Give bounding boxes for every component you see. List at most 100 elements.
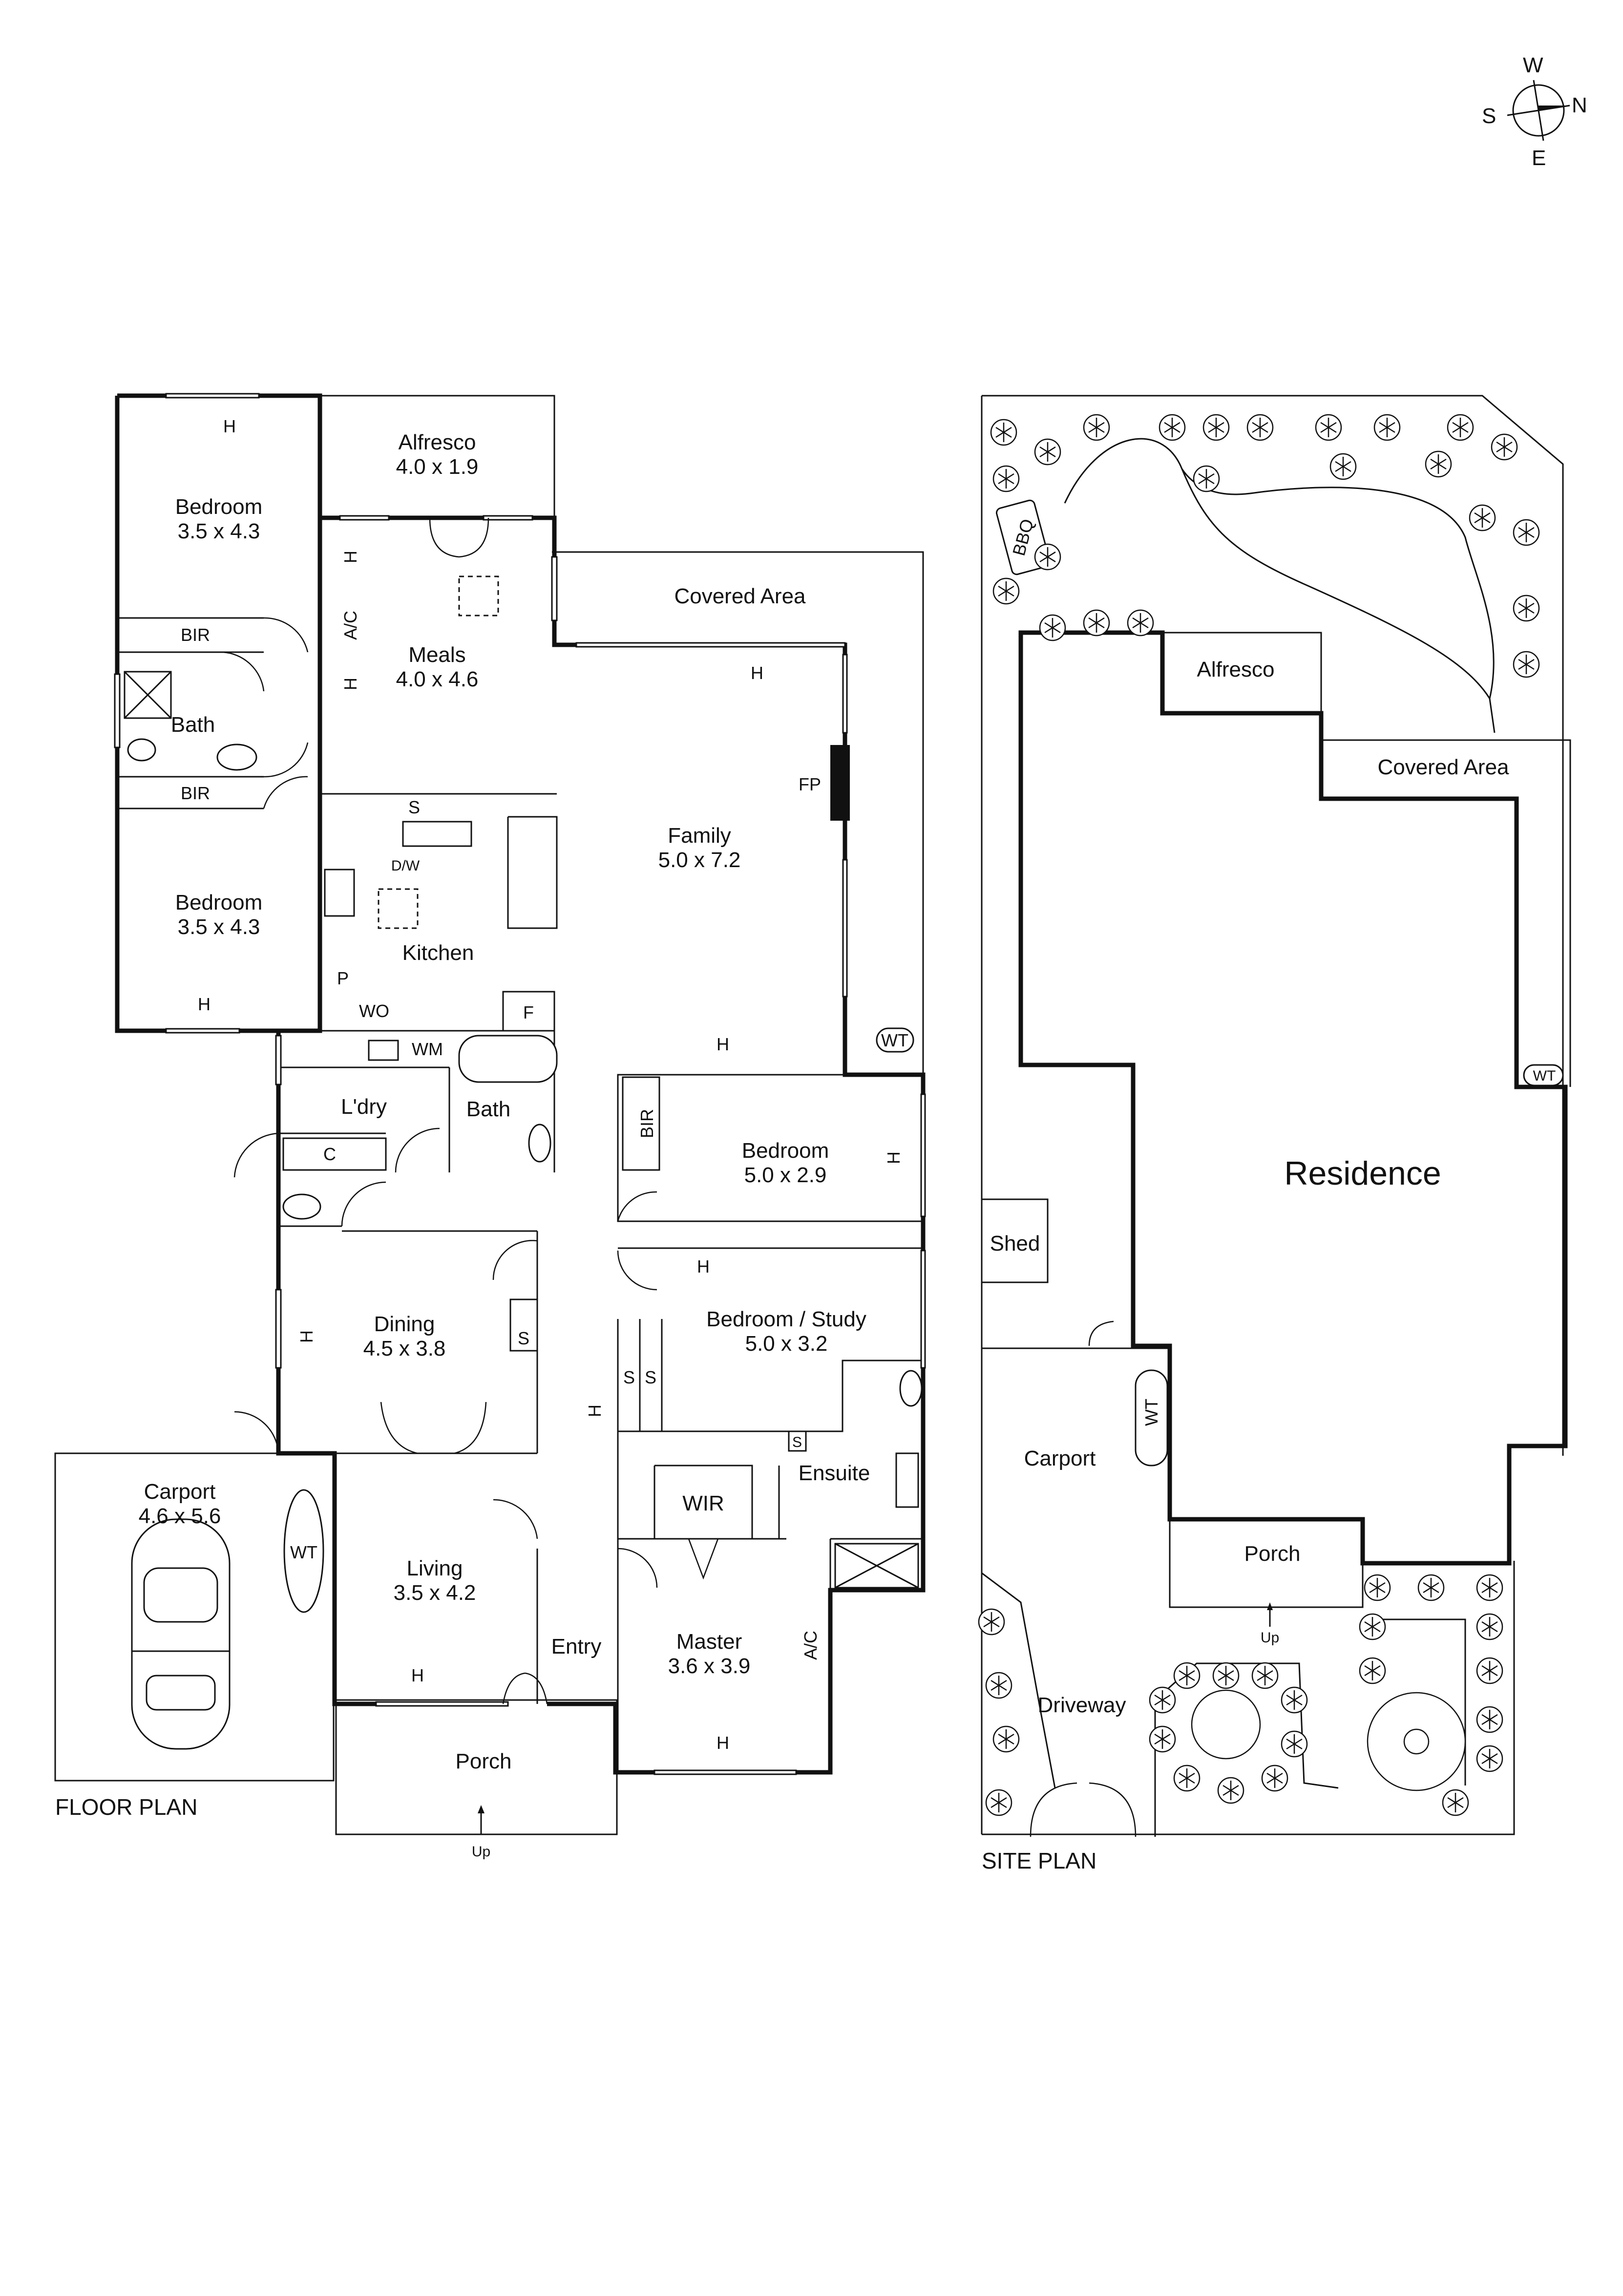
tree-branch-icon: [1452, 418, 1469, 437]
floor-plan-caption: FLOOR PLAN: [55, 1794, 197, 1820]
sink: [402, 821, 472, 847]
bath2-name: Bath: [466, 1097, 511, 1121]
mark-s: S: [408, 797, 420, 817]
site-boundary-north: [982, 395, 1564, 1456]
west-wall: [276, 1226, 503, 1706]
compass-w: W: [1523, 53, 1543, 77]
mark-wt: WT: [290, 1542, 317, 1562]
study-size: 5.0 x 3.2: [745, 1332, 828, 1356]
mark-s: S: [518, 1328, 529, 1348]
tree-branch-icon: [1447, 1793, 1464, 1812]
site-alfresco: [1162, 632, 1322, 713]
mark-h: H: [296, 1330, 316, 1343]
fixtures: [124, 575, 923, 1613]
carport-size: 4.6 x 5.6: [139, 1504, 221, 1528]
trees: [978, 414, 1540, 1816]
mark-h: H: [585, 1404, 605, 1417]
meals-name: Meals: [408, 643, 465, 667]
mark-dw: D/W: [391, 858, 420, 874]
bedroom3-size: 5.0 x 2.9: [744, 1163, 827, 1187]
living-name: Living: [407, 1556, 463, 1580]
master-size: 3.6 x 3.9: [668, 1654, 751, 1678]
tree-branch-icon: [1179, 1768, 1195, 1788]
shower-s: [788, 1430, 807, 1452]
mark-bir: BIR: [637, 1109, 657, 1138]
bath1-name: Bath: [171, 713, 215, 737]
tree-branch-icon: [1481, 1661, 1498, 1680]
mark-ac: A/C: [801, 1631, 821, 1660]
tree-branch-icon: [1364, 1617, 1381, 1637]
tree-branch-icon: [1044, 618, 1061, 638]
skylight-1: [458, 575, 499, 617]
fireplace: [830, 745, 850, 821]
fridge-space: [502, 991, 555, 1032]
site-up-label: Up: [1261, 1630, 1279, 1646]
bedroom3-name: Bedroom: [742, 1139, 829, 1163]
mark-wm: WM: [412, 1039, 443, 1059]
compass-n: N: [1572, 93, 1587, 117]
alfresco-size: 4.0 x 1.9: [396, 455, 479, 479]
front-garden-bed: [1154, 1662, 1339, 1837]
cupboard-c: [282, 1137, 387, 1171]
compass-e: E: [1532, 146, 1546, 170]
bedroom1-size: 3.5 x 4.3: [178, 519, 260, 543]
compass-s: S: [1482, 104, 1496, 128]
toilet-3: [282, 1193, 321, 1220]
tree-branch-icon: [1320, 418, 1337, 437]
site-wt-label-2: WT: [1141, 1399, 1161, 1426]
site-carport-label: Carport: [1024, 1446, 1096, 1470]
tree-branch-icon: [1088, 418, 1105, 437]
mark-h: H: [884, 1151, 904, 1164]
wir-name: WIR: [682, 1491, 724, 1515]
tree-branch-icon: [998, 1729, 1014, 1749]
dining-name: Dining: [374, 1312, 435, 1336]
skylight-2: [378, 888, 419, 929]
mark-s: S: [623, 1367, 635, 1387]
water-tank-1: [283, 1489, 324, 1613]
tree-branch-icon: [1266, 1768, 1283, 1788]
windows: [114, 393, 926, 1775]
ensuite-name: Ensuite: [799, 1461, 870, 1485]
tree-branch-icon: [1423, 1578, 1439, 1597]
car-icon: [131, 1518, 231, 1750]
master-name: Master: [676, 1630, 742, 1654]
tree-branch-icon: [1364, 1661, 1381, 1680]
living-size: 3.5 x 4.2: [394, 1581, 476, 1605]
basin-2: [895, 1452, 919, 1508]
entry-name: Entry: [551, 1635, 602, 1658]
bedroom1-name: Bedroom: [175, 495, 263, 519]
site-covered-label: Covered Area: [1377, 755, 1509, 779]
toilet-2: [528, 1124, 551, 1163]
tree-branch-icon: [1518, 598, 1535, 618]
tree-branch-icon: [1132, 613, 1149, 633]
tree-branch-icon: [1039, 442, 1056, 462]
tree-branch-icon: [1481, 1578, 1498, 1597]
garden-circle: [1191, 1689, 1261, 1760]
basin-1: [216, 744, 257, 771]
site-alfresco-label: Alfresco: [1197, 658, 1275, 681]
fixture-marks: H H H H H H H H H H H H BIR BIR BIR A/C …: [181, 416, 908, 1860]
mark-wt: WT: [881, 1030, 908, 1050]
mark-h: H: [697, 1256, 710, 1276]
tree-branch-icon: [995, 423, 1012, 442]
bedroom2-size: 3.5 x 4.3: [178, 915, 260, 939]
tree-branch-icon: [1481, 1749, 1498, 1768]
family-name: Family: [668, 824, 731, 848]
tree-branch-icon: [1154, 1729, 1171, 1749]
site-porch: [1169, 1519, 1364, 1608]
dining-size: 4.5 x 3.8: [363, 1337, 446, 1361]
compass-rose: W N S E: [1482, 53, 1587, 170]
mark-bir: BIR: [181, 783, 210, 803]
mark-h: H: [340, 551, 360, 563]
alfresco-name: Alfresco: [399, 430, 476, 454]
cooktop: [324, 869, 355, 917]
tree-branch-icon: [1039, 547, 1056, 567]
porch-name: Porch: [456, 1749, 512, 1773]
garden-bed: [1064, 438, 1495, 701]
tree-branch-icon: [1481, 1617, 1498, 1637]
tree-branch-icon: [1286, 1690, 1303, 1710]
site-wt-label: WT: [1533, 1068, 1556, 1084]
mark-h: H: [340, 678, 360, 690]
